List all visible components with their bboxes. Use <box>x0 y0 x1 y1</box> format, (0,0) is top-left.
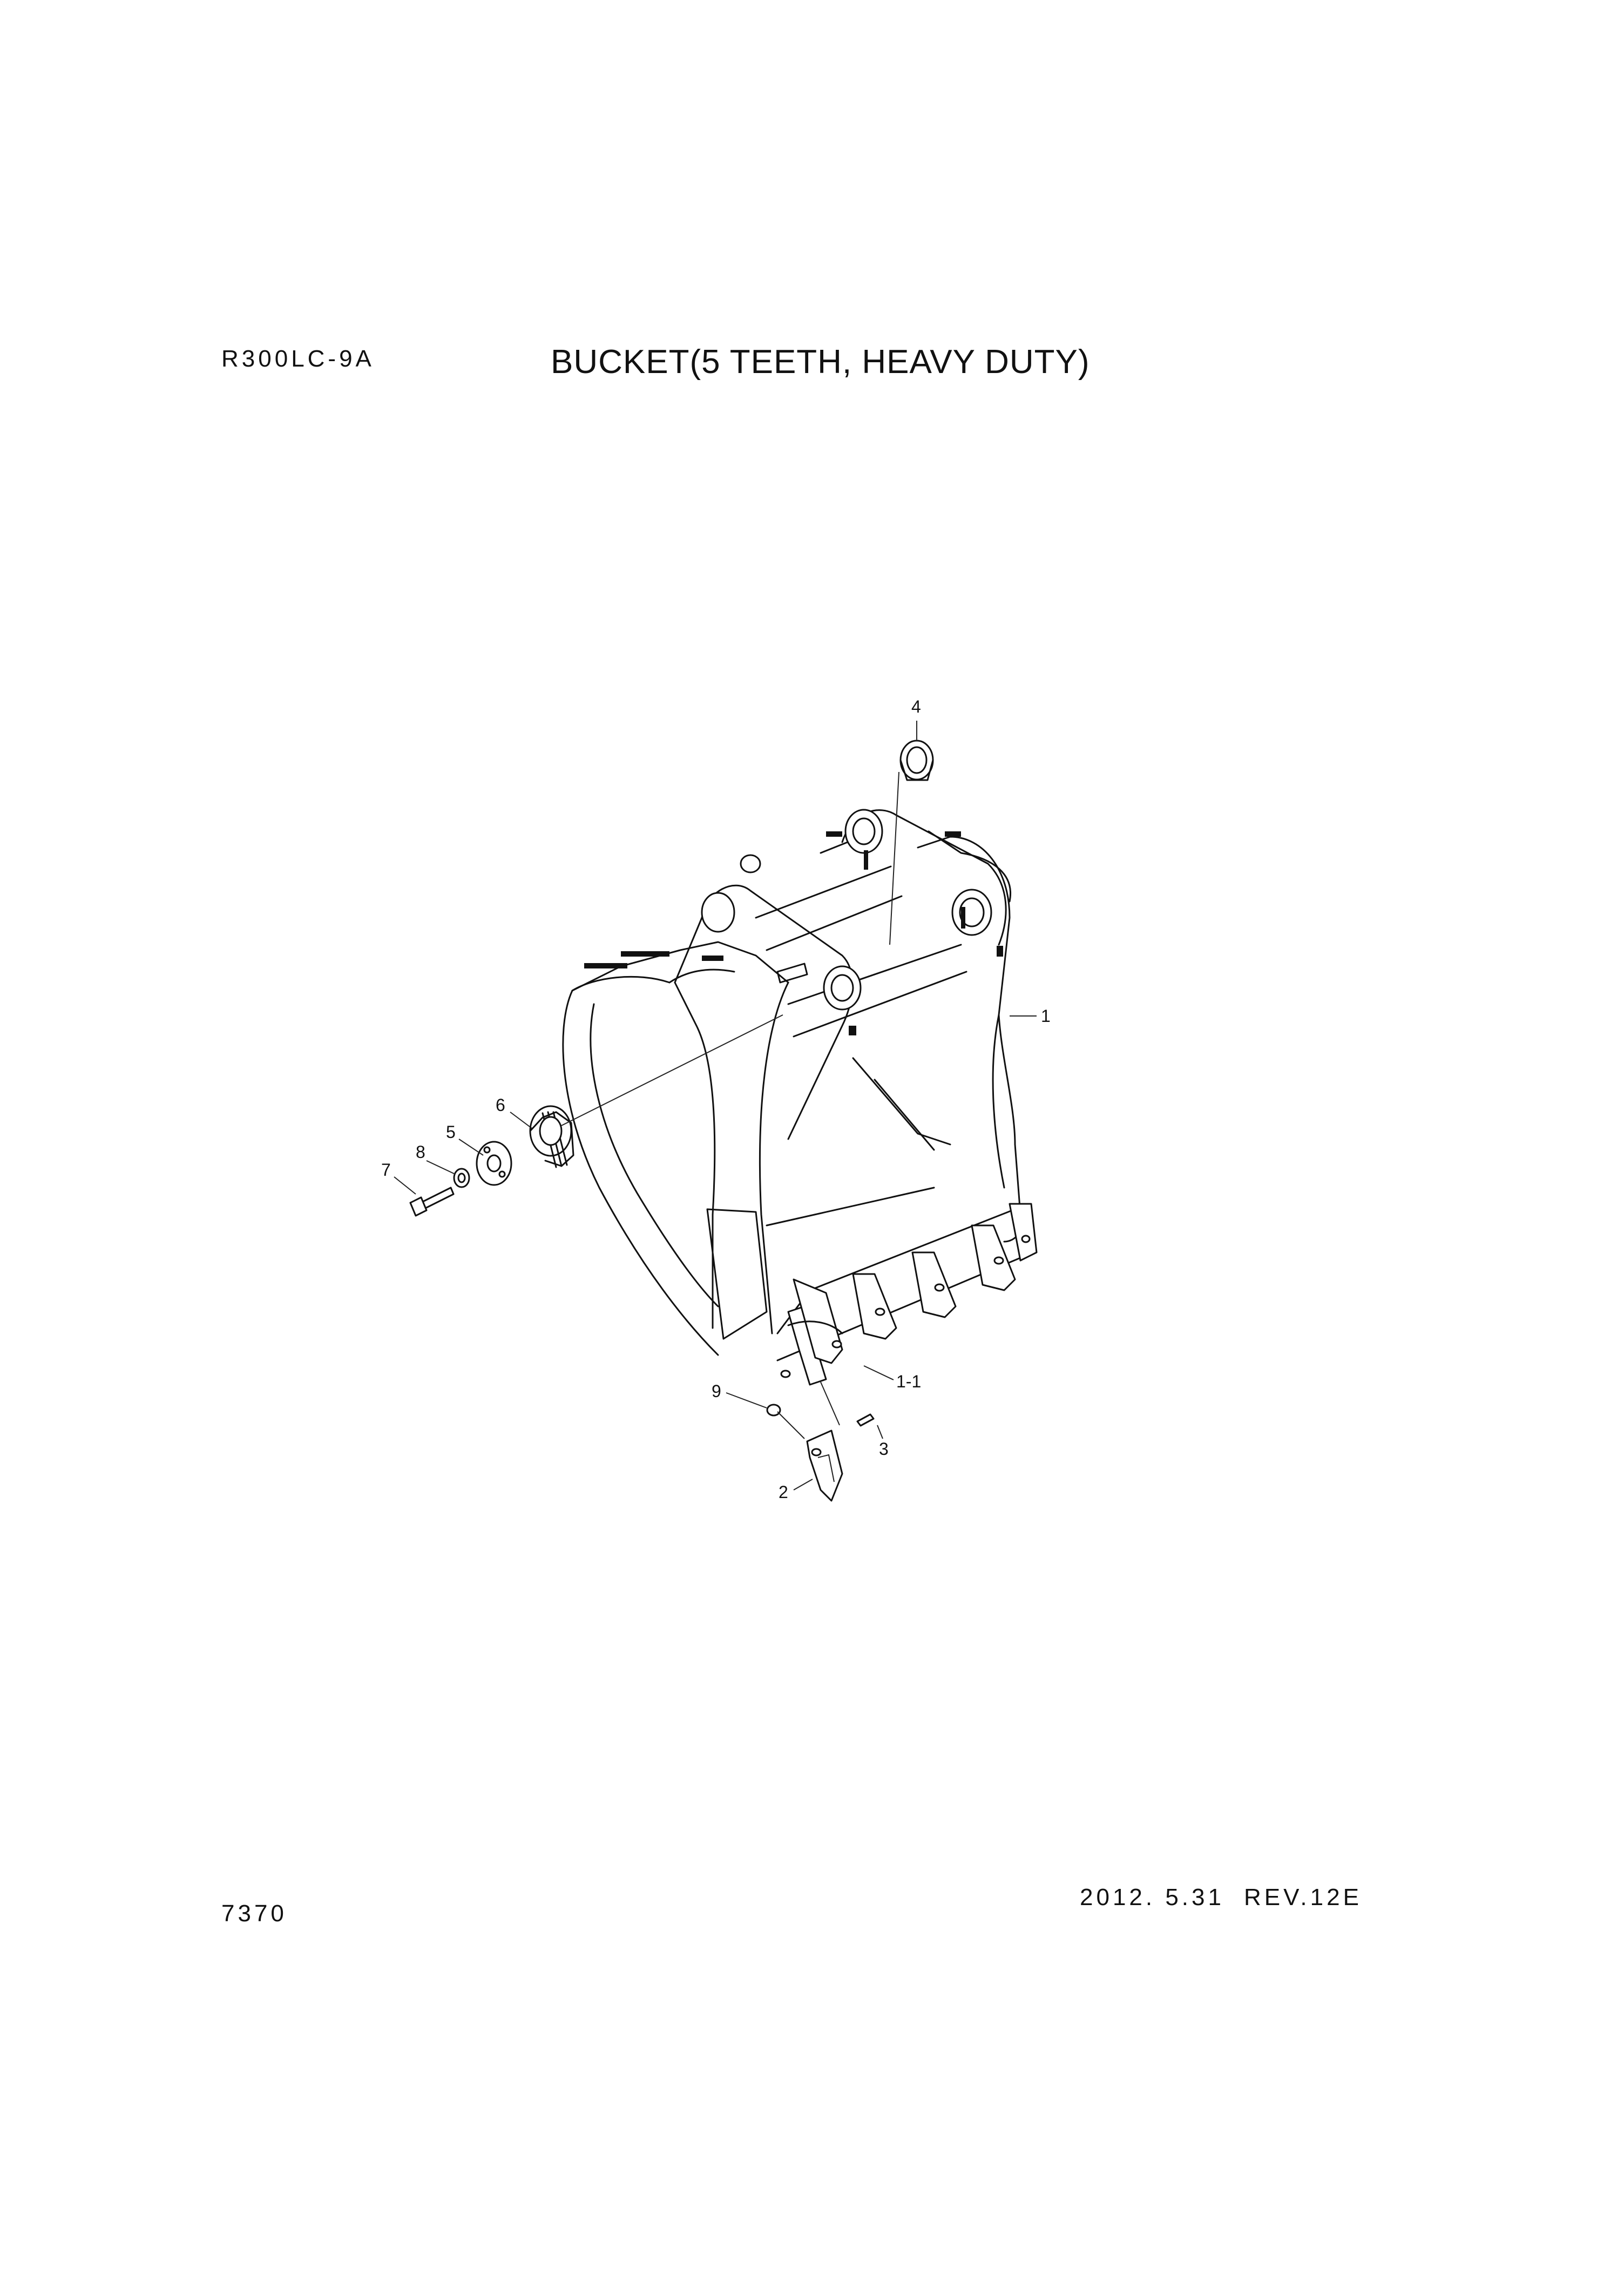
model-code: R300LC-9A <box>221 345 375 372</box>
leader-lines <box>394 721 1037 1490</box>
side-hardware <box>409 1014 783 1217</box>
callout-9: 9 <box>712 1381 721 1401</box>
callout-3: 3 <box>879 1439 889 1459</box>
revision-date: 2012. 5.31 <box>1080 1884 1224 1910</box>
callout-8: 8 <box>416 1142 425 1162</box>
bushing-part-4 <box>889 740 934 945</box>
page-number: 7370 <box>221 1900 287 1927</box>
tooth-assembly-exploded <box>766 1381 875 1502</box>
revision-info: 2012. 5.31 REV.12E <box>1080 1884 1382 1911</box>
callouts: 4 1 1-1 2 3 6 5 8 7 9 <box>381 697 1051 1502</box>
callout-2: 2 <box>779 1482 788 1502</box>
callout-5: 5 <box>446 1122 456 1142</box>
callout-6: 6 <box>496 1095 505 1115</box>
tooth-adapters <box>780 1203 1038 1386</box>
callout-1-1: 1-1 <box>896 1372 921 1391</box>
callout-7: 7 <box>381 1160 391 1180</box>
revision-code: REV.12E <box>1243 1884 1362 1910</box>
page-title: BUCKET(5 TEETH, HEAVY DUTY) <box>551 343 1090 381</box>
callout-1: 1 <box>1041 1006 1051 1026</box>
bucket-body <box>562 809 1023 1361</box>
callout-4: 4 <box>911 697 921 716</box>
